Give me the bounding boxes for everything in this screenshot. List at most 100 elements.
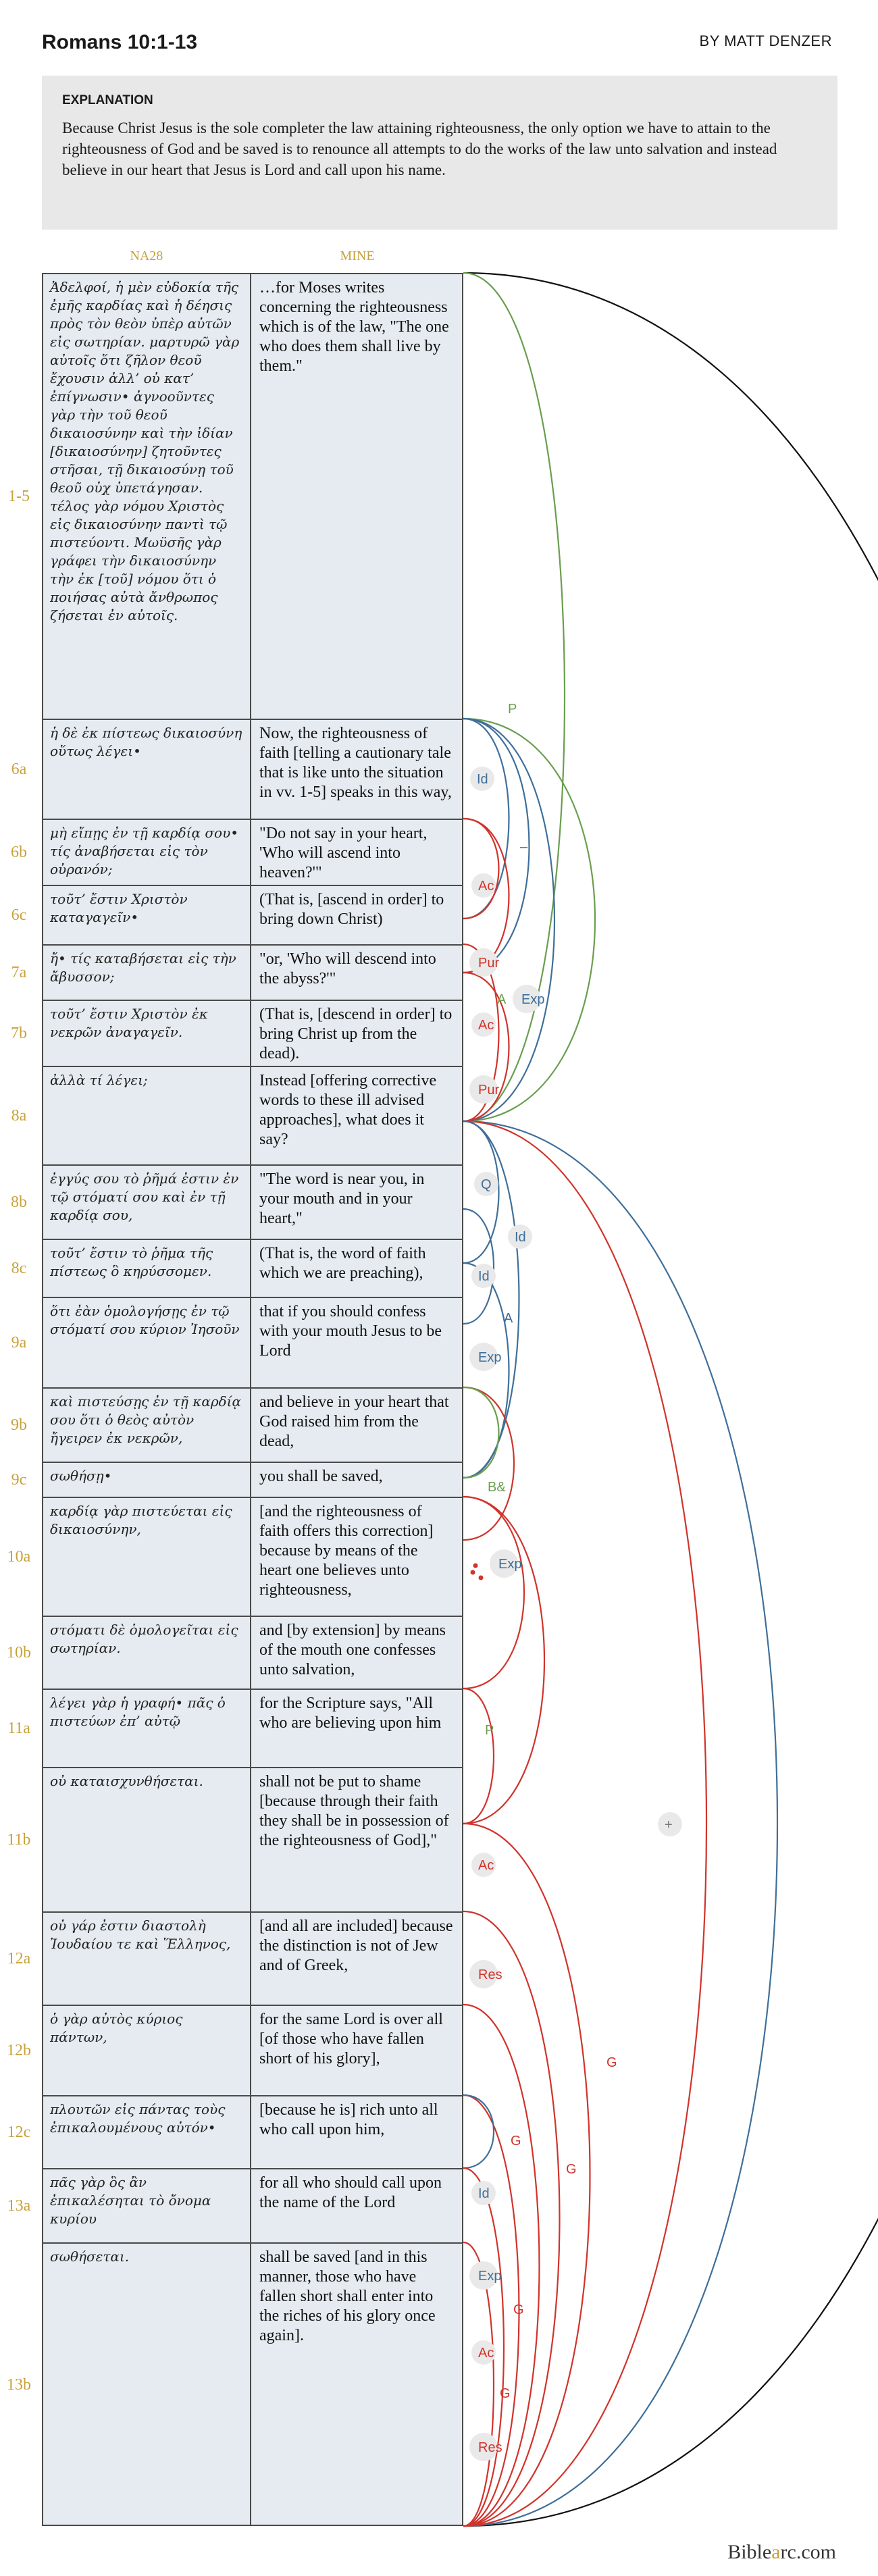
column-header-english: MINE [340, 249, 375, 263]
greek-text: τοῦτ’ ἔστιν Χριστὸν καταγαγεῖν• [42, 886, 251, 944]
explanation-text: Because Christ Jesus is the sole complet… [62, 120, 777, 178]
relation-arc [463, 1495, 545, 1825]
relation-tag: Exp [521, 992, 544, 1007]
greek-text: τοῦτ’ ἔστιν τὸ ῥῆμα τῆς πίστεως ὃ κηρύσσ… [42, 1240, 251, 1297]
major-arc [463, 272, 566, 1123]
tag-bubble [471, 2181, 496, 2205]
verse-label: 10b [7, 1644, 31, 1661]
verse-label: 8c [11, 1260, 27, 1277]
relation-arc [463, 1120, 500, 1264]
relation-arc [463, 817, 500, 920]
relation-tag: P [485, 1723, 494, 1738]
verse-row: 8c τοῦτ’ ἔστιν τὸ ῥῆμα τῆς πίστεως ὃ κηρύ… [11, 1239, 463, 1297]
relation-tag: Ac [478, 1858, 494, 1873]
relation-tag: Id [478, 2186, 490, 2201]
verse-label: 13b [7, 2376, 31, 2394]
verse-row: 8b ἐγγύς σου τὸ ῥῆμά ἐστιν ἐν τῷ στόματί … [11, 1164, 463, 1239]
verse-label: 12b [7, 2042, 31, 2059]
verse-row: 12c πλουτῶν εἰς πάντας τοὺς ἐπικαλουμένου… [7, 2095, 463, 2168]
english-translation: and [by extension] by means of the mouth… [251, 1617, 463, 1689]
verse-label: 1-5 [8, 488, 30, 505]
english-translation: for the same Lord is over all [of those … [251, 2006, 463, 2095]
english-translation: …for Moses writes concerning the righteo… [251, 274, 463, 719]
relation-arc [463, 2094, 520, 2527]
tag-bubble [470, 767, 494, 791]
greek-text: μὴ εἴπῃς ἐν τῇ καρδίᾳ σου• τίς ἀναβήσετα… [42, 820, 251, 885]
relation-tag: Exp [478, 2269, 501, 2284]
relation-tag: Exp [478, 1350, 501, 1365]
verse-label: 9b [11, 1416, 27, 1434]
greek-text: λέγει γὰρ ἡ γραφή• πᾶς ὁ πιστεύων ἐπ’ αὐ… [42, 1690, 251, 1767]
relation-arc [463, 717, 510, 920]
relation-arc [463, 2094, 495, 2169]
explanation-box: EXPLANATION Because Christ Jesus is the … [42, 76, 837, 230]
verse-label: 6a [11, 761, 27, 778]
english-translation: "Do not say in your heart, 'Who will asc… [251, 820, 463, 885]
verse-label: 6b [11, 844, 27, 861]
greek-text: καὶ πιστεύσῃς ἐν τῇ καρδίᾳ σου ὅτι ὁ θεὸ… [42, 1389, 251, 1462]
verse-row: 6b μὴ εἴπῃς ἐν τῇ καρδίᾳ σου• τίς ἀναβήσε… [11, 819, 463, 885]
tag-bubble [469, 948, 498, 977]
verse-label: 13a [7, 2197, 31, 2215]
greek-text: πᾶς γὰρ ὃς ἂν ἐπικαλέσηται τὸ ὄνομα κυρί… [42, 2169, 251, 2242]
greek-text: ἡ δὲ ἐκ πίστεως δικαιοσύνη οὕτως λέγει• [42, 720, 251, 819]
tag-bubble [471, 1012, 496, 1037]
greek-text: πλουτῶν εἰς πάντας τοὺς ἐπικαλουμένους α… [42, 2096, 251, 2168]
tag-bubble [469, 1960, 498, 1988]
english-translation: shall be saved [and in this manner, thos… [251, 2244, 463, 2525]
greek-text: ἀλλὰ τί λέγει; [42, 1067, 251, 1164]
relation-tag: G [511, 2134, 521, 2148]
tag-bubble [469, 2261, 498, 2290]
english-translation: [and the righteousness of faith offers t… [251, 1498, 463, 1616]
english-translation: Now, the righteousness of faith [telling… [251, 720, 463, 819]
tag-bubble [658, 1812, 682, 1836]
relation-arc [463, 2003, 540, 2527]
explanation-heading: EXPLANATION [62, 93, 153, 107]
tag-bubble [508, 1225, 532, 1249]
greek-text: ἐγγύς σου τὸ ῥῆμά ἐστιν ἐν τῷ στόματί σο… [42, 1166, 251, 1239]
relation-tag: Exp [498, 1557, 521, 1572]
tag-bubble [474, 1172, 498, 1196]
tag-bubble [469, 1075, 498, 1104]
relation-tag: Ac [478, 879, 494, 894]
page-title: Romans 10:1-13 [42, 31, 198, 53]
verse-label: 7a [11, 964, 27, 981]
relation-tag: Ac [478, 2346, 494, 2361]
relation-arc [463, 2241, 495, 2527]
biblearc-logo[interactable]: Biblearc.com [727, 2541, 836, 2564]
marker-dot-icon [478, 1575, 484, 1580]
relation-tag: Q [481, 1177, 492, 1192]
relation-arc [463, 1208, 495, 1325]
outer-arc [463, 272, 878, 2527]
english-translation: (That is, [descend in order] to bring Ch… [251, 1001, 463, 1066]
tag-bubble [513, 985, 541, 1013]
major-arc [463, 1120, 779, 2527]
verse-label: 7b [11, 1025, 27, 1042]
relation-tag: Id [515, 1230, 526, 1245]
verse-label: 9a [11, 1334, 27, 1351]
english-translation: for the Scripture says, "All who are bel… [251, 1690, 463, 1767]
verse-label: 8b [11, 1193, 27, 1211]
relation-arc [463, 1495, 525, 1690]
tag-bubble [469, 2433, 498, 2461]
major-arc [463, 1120, 708, 2527]
relation-arc [463, 1386, 500, 1479]
verse-row: 9b καὶ πιστεύσῃς ἐν τῇ καρδίᾳ σου ὅτι ὁ θ… [11, 1387, 463, 1462]
verse-label: 12c [7, 2123, 31, 2141]
english-translation: that if you should confess with your mou… [251, 1298, 463, 1387]
relation-tag: Pur [478, 1083, 499, 1098]
relation-tag: G [513, 2302, 524, 2317]
greek-text: οὐ γάρ ἐστιν διαστολὴ Ἰουδαίου τε καὶ Ἕλ… [42, 1913, 251, 2005]
relation-tag: – [520, 840, 528, 854]
